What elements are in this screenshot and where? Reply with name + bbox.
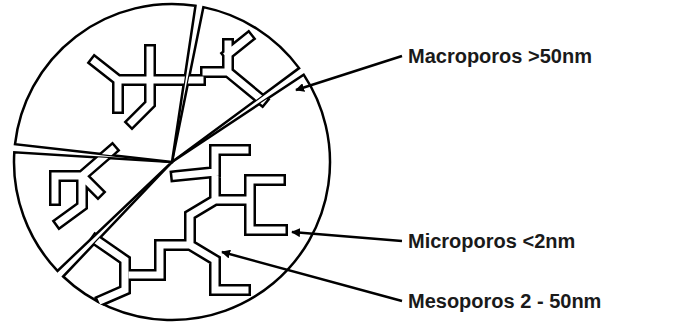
channel-walls [55,38,282,300]
leader-arrows [222,56,402,301]
channel-top-right [206,38,262,100]
particle-sectors [14,4,330,320]
channel-main [132,150,282,290]
channel-top-left [95,50,200,122]
pore-label: Mesoporos 2 - 50nm [408,289,601,313]
channel-main-inner [132,150,282,290]
channel-left-inner [55,150,112,222]
channel-bottom [96,240,125,300]
pore-channels [55,38,282,300]
channel-interiors [55,38,282,300]
channel-top-right-inner [206,38,262,100]
channel-left [55,150,112,222]
pore-label: Microporos <2nm [408,229,575,253]
leader-arrow [296,56,402,90]
pore-label: Macroporos >50nm [408,44,592,68]
channel-top-left-inner [95,50,200,122]
channel-bottom-inner [96,240,125,300]
leader-arrow [222,252,402,301]
leader-arrow [292,232,402,241]
